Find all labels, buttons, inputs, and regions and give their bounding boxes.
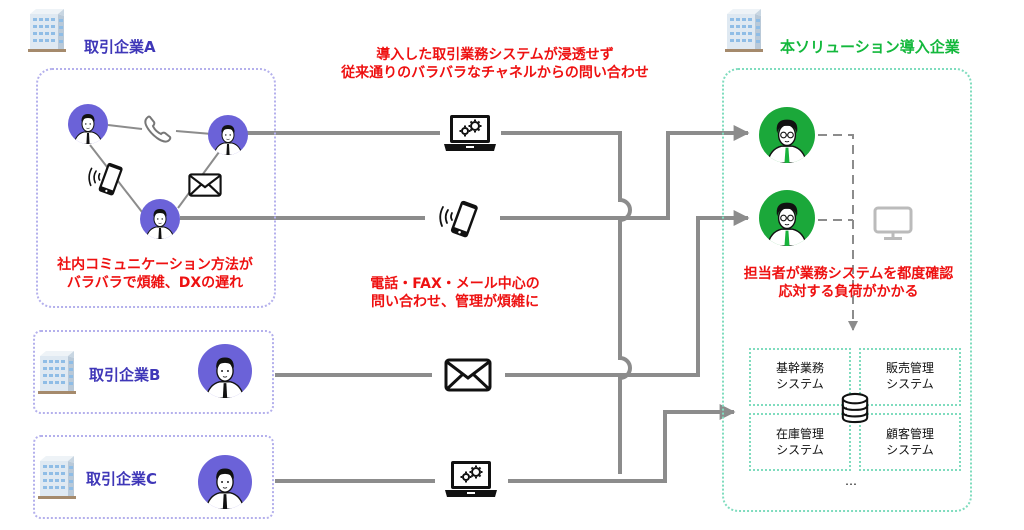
- smartphone-icon: [80, 160, 130, 200]
- staff-avatar: [759, 107, 815, 163]
- partner-b-box: [33, 330, 274, 414]
- laptop-gear-icon: [443, 459, 499, 499]
- person-icon: [759, 190, 815, 246]
- person-icon: [140, 199, 180, 239]
- partner-a-note-line2: バラバラで煩雑、DXの遅れ: [66, 275, 244, 291]
- envelope-icon: [444, 358, 492, 392]
- person-icon: [68, 104, 108, 144]
- avatar: [140, 199, 180, 239]
- phone-icon: [143, 114, 173, 144]
- avatar: [198, 344, 252, 398]
- partner-c-label: 取引企業C: [86, 470, 158, 488]
- person-icon: [198, 455, 252, 509]
- solution-note-line2: 応対する負荷がかかる: [778, 284, 919, 300]
- system-suffix: システム: [776, 377, 824, 391]
- system-name: 販売管理: [885, 361, 934, 375]
- system-name: 在庫管理: [775, 427, 824, 441]
- middle-note-line1: 電話・FAX・メール中心の: [370, 276, 540, 292]
- solution-note-line1: 担当者が業務システムを都度確認: [743, 266, 954, 282]
- person-icon: [759, 107, 815, 163]
- top-note-line2: 従来通りのバラバラなチャネルからの問い合わせ: [341, 65, 649, 81]
- system-name: 顧客管理: [885, 427, 934, 441]
- system-box-core: [749, 348, 851, 406]
- solution-box: [722, 68, 972, 512]
- top-note-line1: 導入した取引業務システムが浸透せず: [376, 47, 614, 63]
- partner-b-label: 取引企業B: [89, 366, 161, 384]
- laptop-gear-icon: [442, 113, 498, 153]
- system-suffix: システム: [886, 377, 934, 391]
- system-label-customer: 顧客管理 システム: [861, 426, 959, 458]
- avatar: [208, 115, 248, 155]
- office-building-icon: [725, 8, 763, 52]
- partner-a-label: 取引企業A: [84, 38, 156, 56]
- database-icon: [840, 391, 870, 425]
- top-note: 導入した取引業務システムが浸透せず 従来通りのバラバラなチャネルからの問い合わせ: [290, 46, 700, 82]
- solution-company-label: 本ソリューション導入企業: [780, 38, 960, 56]
- monitor-icon: [873, 206, 913, 242]
- solution-note: 担当者が業務システムを都度確認 応対する負荷がかかる: [726, 265, 971, 301]
- more-systems-ellipsis: …: [845, 474, 857, 488]
- office-building-icon: [38, 350, 76, 394]
- system-box-sales: [859, 348, 961, 406]
- line-a-smartphone: [180, 133, 748, 220]
- office-building-icon: [38, 455, 76, 499]
- smartphone-icon: [430, 198, 486, 242]
- avatar: [68, 104, 108, 144]
- system-label-core: 基幹業務 システム: [751, 360, 849, 392]
- person-icon: [208, 115, 248, 155]
- middle-note: 電話・FAX・メール中心の 問い合わせ、管理が煩雑に: [340, 275, 570, 311]
- system-box-inventory: [749, 413, 851, 471]
- envelope-icon: [188, 172, 222, 198]
- office-building-icon: [28, 8, 66, 52]
- partner-a-note-line1: 社内コミュニケーション方法が: [57, 257, 253, 273]
- system-label-inventory: 在庫管理 システム: [751, 426, 849, 458]
- person-icon: [198, 344, 252, 398]
- system-suffix: システム: [776, 443, 824, 457]
- system-label-sales: 販売管理 システム: [861, 360, 959, 392]
- partner-a-note: 社内コミュニケーション方法が バラバラで煩雑、DXの遅れ: [40, 256, 270, 292]
- partner-a-box: [36, 68, 276, 308]
- avatar: [198, 455, 252, 509]
- system-suffix: システム: [886, 443, 934, 457]
- system-name: 基幹業務: [775, 361, 824, 375]
- middle-note-line2: 問い合わせ、管理が煩雑に: [371, 294, 539, 310]
- partner-c-box: [33, 435, 274, 519]
- line-c-laptop: [275, 412, 734, 483]
- staff-avatar: [759, 190, 815, 246]
- system-box-customer: [859, 413, 961, 471]
